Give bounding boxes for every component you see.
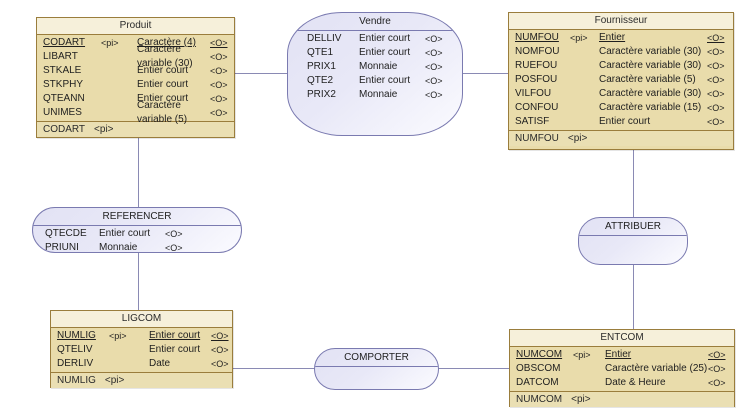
attribute-row: QTE1 Entier court <O> (307, 47, 443, 58)
attribute-row: SATISF Entier court <O> (515, 116, 725, 127)
attribute-row: NUMFOU <pi> Entier <O> (515, 32, 725, 43)
relationship-attribuer-title: ATTRIBUER (579, 218, 687, 236)
attribute-row: STKPHY Entier court <O> (43, 79, 228, 90)
attribute-row: PRIX1 Monnaie <O> (307, 61, 443, 72)
entity-produit-title: Produit (37, 18, 234, 35)
attribute-row: OBSCOM Caractère variable (25) <O> (516, 363, 726, 374)
link-attribuer-entcom[interactable] (633, 265, 634, 329)
entity-entcom-title: ENTCOM (510, 330, 734, 347)
attribute-row: QTEANN Entier court <O> (43, 93, 228, 104)
link-ligcom-comporter[interactable] (233, 368, 315, 369)
attribute-row: STKALE Entier court <O> (43, 65, 228, 76)
entity-ligcom-title: LIGCOM (51, 311, 232, 328)
entity-fournisseur-title: Fournisseur (509, 13, 733, 30)
entity-entcom-identifier: NUMCOM <pi> (510, 391, 734, 407)
identifier-name: NUMFOU (515, 133, 559, 144)
link-produit-referencer[interactable] (138, 137, 139, 212)
relationship-attribuer-attributes (579, 236, 687, 237)
entity-produit-attributes: CODART <pi> Caractère (4) <O> LIBART Car… (37, 35, 234, 125)
attribute-row: QTELIV Entier court <O> (57, 344, 229, 355)
attribute-row: UNIMES Caractère variable (5) <O> (43, 100, 228, 125)
entity-ligcom-identifier: NUMLIG <pi> (51, 372, 232, 388)
link-vendre-fournisseur[interactable] (462, 73, 508, 74)
relationship-vendre-attributes: DELLIV Entier court <O> QTE1 Entier cour… (288, 31, 462, 102)
relationship-comporter-title: COMPORTER (315, 349, 438, 367)
attribute-row: QTECDE Entier court <O> (45, 228, 183, 239)
identifier-pi: <pi> (104, 375, 125, 386)
attribute-row: DERLIV Date <O> (57, 358, 229, 369)
attribute-row: DELLIV Entier court <O> (307, 33, 443, 44)
attribute-row: LIBART Caractère variable (30) <O> (43, 44, 228, 69)
entity-entcom[interactable]: ENTCOM NUMCOM <pi> Entier <O> OBSCOM Car… (509, 329, 735, 407)
attribute-row: NUMLIG <pi> Entier court <O> (57, 330, 229, 341)
relationship-referencer-attributes: QTECDE Entier court <O> PRIUNI Monnaie <… (33, 226, 241, 253)
identifier-name: NUMLIG (57, 375, 96, 386)
identifier-name: NUMCOM (516, 394, 563, 405)
attribute-row: QTE2 Entier court <O> (307, 75, 443, 86)
relationship-referencer-title: REFERENCER (33, 208, 241, 226)
relationship-vendre[interactable]: Vendre DELLIV Entier court <O> QTE1 Enti… (287, 12, 463, 136)
identifier-pi: <pi> (567, 133, 588, 144)
relationship-comporter[interactable]: COMPORTER (314, 348, 439, 390)
link-fournisseur-attribuer[interactable] (633, 150, 634, 217)
attribute-row: POSFOU Caractère variable (5) <O> (515, 74, 725, 85)
attribute-row: RUEFOU Caractère variable (30) <O> (515, 60, 725, 71)
identifier-name: CODART (43, 124, 86, 135)
entity-fournisseur[interactable]: Fournisseur NUMFOU <pi> Entier <O> NOMFO… (508, 12, 734, 150)
attribute-row: CONFOU Caractère variable (15) <O> (515, 102, 725, 113)
relationship-referencer[interactable]: REFERENCER QTECDE Entier court <O> PRIUN… (32, 207, 242, 253)
link-referencer-ligcom[interactable] (138, 252, 139, 310)
attribute-row: NUMCOM <pi> Entier <O> (516, 349, 726, 360)
attribute-row: PRIUNI Monnaie <O> (45, 242, 183, 253)
identifier-pi: <pi> (94, 124, 114, 135)
entity-entcom-attributes: NUMCOM <pi> Entier <O> OBSCOM Caractère … (510, 347, 734, 391)
relationship-attribuer[interactable]: ATTRIBUER (578, 217, 688, 265)
attribute-row: PRIX2 Monnaie <O> (307, 89, 443, 100)
attribute-row: DATCOM Date & Heure <O> (516, 377, 726, 388)
relationship-comporter-attributes (315, 367, 438, 368)
entity-ligcom[interactable]: LIGCOM NUMLIG <pi> Entier court <O> QTEL… (50, 310, 233, 388)
identifier-pi: <pi> (571, 394, 591, 405)
entity-fournisseur-identifier: NUMFOU <pi> (509, 130, 733, 146)
attribute-row: CODART <pi> Caractère (4) <O> (43, 37, 228, 48)
link-produit-vendre[interactable] (235, 73, 287, 74)
attribute-row: NOMFOU Caractère variable (30) <O> (515, 46, 725, 57)
entity-ligcom-attributes: NUMLIG <pi> Entier court <O> QTELIV Enti… (51, 328, 232, 372)
entity-produit[interactable]: Produit CODART <pi> Caractère (4) <O> LI… (36, 17, 235, 138)
entity-fournisseur-attributes: NUMFOU <pi> Entier <O> NOMFOU Caractère … (509, 30, 733, 130)
link-comporter-entcom[interactable] (438, 368, 509, 369)
attribute-row: VILFOU Caractère variable (30) <O> (515, 88, 725, 99)
entity-produit-identifier: CODART <pi> (37, 121, 234, 137)
relationship-vendre-title: Vendre (288, 13, 462, 31)
